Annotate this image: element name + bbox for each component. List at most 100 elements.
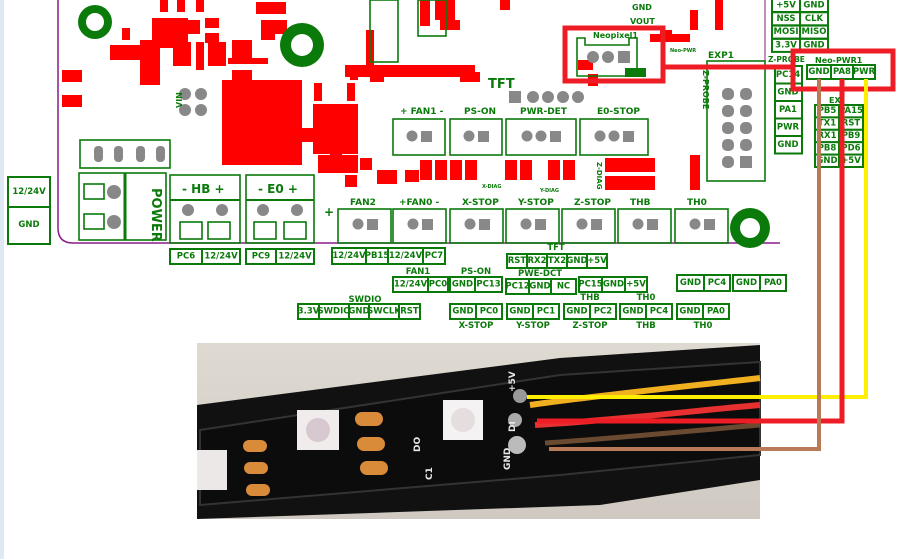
pin-label: GND xyxy=(803,1,824,11)
pin-label: PB8 xyxy=(818,143,837,153)
pin-label: GND xyxy=(566,256,587,266)
pin-label: GND xyxy=(679,307,700,317)
pin-label: PC4 xyxy=(650,307,668,317)
pin-label: GND xyxy=(566,307,587,317)
page-edge xyxy=(0,0,4,559)
hb-label: - HB + xyxy=(182,182,225,196)
th0-pins: GND PA0 xyxy=(676,303,730,320)
pin-label: +5V xyxy=(776,1,796,11)
fan1-title: FAN1 xyxy=(406,267,431,277)
yellow-wire-5v xyxy=(527,79,868,399)
pin-label: GND xyxy=(808,67,829,77)
pin-label: PD6 xyxy=(841,143,860,153)
connector-housing xyxy=(674,208,729,244)
z-stop-title: Z-STOP xyxy=(573,321,608,331)
pin-label: MOSI xyxy=(774,27,799,37)
pin-label: PA15 xyxy=(839,106,863,116)
swdio-title: SWDIO xyxy=(349,295,382,305)
pin-label: RST xyxy=(842,119,861,129)
e0-terminal: - E0 + xyxy=(245,174,315,244)
connector-housing xyxy=(337,208,392,244)
connector-label: FAN2 xyxy=(350,198,376,208)
photo-label-do: DO xyxy=(413,437,423,452)
connector-housing xyxy=(449,118,503,156)
led-chip xyxy=(297,410,339,450)
pwe-dct-title: PWE-DCT xyxy=(518,269,562,279)
power-terminal: POWER xyxy=(78,172,167,242)
pin-label: SWCLK xyxy=(367,307,401,317)
neopixel-highlight-box xyxy=(562,25,666,84)
pin-label: PC4 xyxy=(708,278,726,288)
board-outline xyxy=(57,0,780,244)
spi-pin-row: +5V GND xyxy=(771,0,829,13)
vin-label: VIN xyxy=(175,92,184,108)
exp-pin-row: GND+5V xyxy=(814,153,864,169)
exp-pin-row: TX1 RST xyxy=(814,116,864,131)
pin-label: RST xyxy=(508,256,527,266)
plus-mark: + xyxy=(324,205,334,219)
pin-label: PC12 xyxy=(505,282,529,292)
pin-label: TX2 xyxy=(548,256,566,266)
ps-on-board-label: PS-ON xyxy=(464,107,496,117)
neo-pwr-small-label: Neo-PWR xyxy=(670,48,696,54)
e0-label: - E0 + xyxy=(258,182,298,196)
photo-label-5v: +5V xyxy=(508,371,518,392)
pin-label: GND xyxy=(452,307,473,317)
pin-label: PC0 xyxy=(480,307,498,317)
connector-label: X-STOP xyxy=(462,198,499,208)
thb-top-title: TH0 xyxy=(637,293,656,303)
pin-label: GND xyxy=(680,278,701,288)
pin-label: RX2 xyxy=(527,256,546,266)
connector-label: Y-STOP xyxy=(517,198,554,208)
pin-label: 12/24V xyxy=(389,251,423,261)
connector-housing xyxy=(392,118,446,156)
connector-housing xyxy=(579,118,649,156)
pin-label: 12/24V xyxy=(204,252,238,262)
pin-label: PA0 xyxy=(764,278,782,288)
pin-label: PC1 xyxy=(537,307,555,317)
pin-label: PC7 xyxy=(425,251,443,261)
pin-label: 12/24V xyxy=(332,251,366,261)
pin-label: GND xyxy=(777,140,798,150)
photo-label-di: DI xyxy=(508,421,518,432)
pin-label: GND xyxy=(18,220,39,230)
power-label: POWER xyxy=(148,188,163,242)
pin-label: PA0 xyxy=(707,307,725,317)
connector-housing xyxy=(449,208,504,244)
exp1-connector: EXP1 Z-PROBE xyxy=(509,51,766,182)
pin-label: GND xyxy=(816,156,837,166)
pin-label: TX1 xyxy=(818,119,836,129)
tft-title: TFT xyxy=(547,243,565,253)
neo-pwr1-title: Neo-PWR1 xyxy=(815,56,863,65)
pin-label: 3.3V xyxy=(775,40,797,50)
led-chip xyxy=(197,450,227,490)
e0-stop-board-label: E0-STOP xyxy=(597,107,640,117)
connector-housing xyxy=(505,118,577,156)
connector-label: THB xyxy=(630,198,651,208)
pin-label: GND xyxy=(622,307,643,317)
pin-label: GND xyxy=(529,282,550,292)
fan1-board-label: + FAN1 - xyxy=(400,107,444,117)
connector-label: Z-STOP xyxy=(574,198,611,208)
led-strip-photo: +5V DI GND DO C1 xyxy=(197,343,761,519)
vout-label: VOUT xyxy=(630,17,655,26)
connector-housing xyxy=(505,208,560,244)
connector-label: +FAN0 - xyxy=(399,198,440,208)
pin-label: CLK xyxy=(805,14,824,24)
pin-label: GND xyxy=(803,40,824,50)
pin-label: PB5 xyxy=(818,106,837,116)
red-wire-data xyxy=(537,79,845,424)
pin-label: PC9 xyxy=(252,252,270,262)
exp1-label: EXP1 xyxy=(708,51,734,61)
x-stop-title: X-STOP xyxy=(459,321,494,331)
brown-wire-gnd xyxy=(549,79,821,451)
z-stop-top-title: THB xyxy=(580,293,599,303)
solder-pads xyxy=(243,412,388,496)
component-pads xyxy=(62,0,723,190)
